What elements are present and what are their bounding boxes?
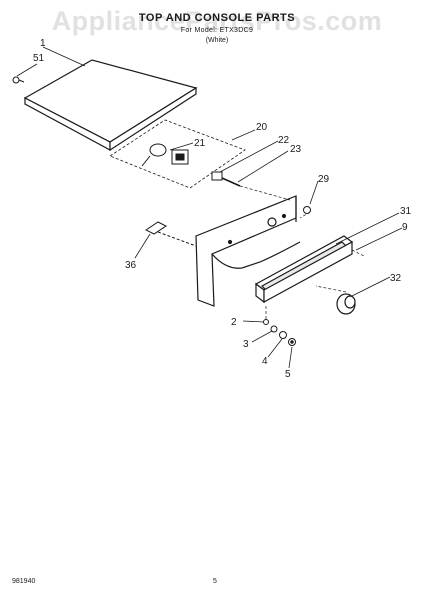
screw-51: [12, 76, 25, 84]
page-title: TOP AND CONSOLE PARTS: [138, 12, 296, 24]
callout-4: 4: [262, 356, 268, 367]
callout-3: 3: [243, 339, 249, 350]
callout-51: 51: [33, 53, 45, 64]
hardware-2-5: [263, 319, 296, 346]
page-number: 5: [213, 578, 217, 585]
callout-labels: 1 51 20 21 22 23 29 31 9 36 32 2 3 4 5: [33, 38, 412, 380]
model-subtitle: For Model: ETX3DC9: [180, 27, 254, 34]
callout-23: 23: [290, 144, 302, 155]
callout-5: 5: [285, 369, 291, 380]
callout-9: 9: [402, 222, 408, 233]
switch-bracket-outline: [109, 119, 246, 189]
color-label: (White): [205, 37, 229, 44]
bracket-bolts: [211, 171, 241, 187]
clip-29: [303, 206, 311, 214]
document-number: 981940: [12, 578, 36, 585]
callout-31: 31: [400, 206, 412, 217]
watermark: AppliancePartsPros.com: [51, 6, 383, 36]
end-cap-36: [145, 221, 197, 247]
callout-32: 32: [390, 273, 402, 284]
door-switch: [141, 143, 189, 167]
console-panel: [195, 195, 301, 307]
callout-29: 29: [318, 174, 330, 185]
callout-2: 2: [231, 317, 237, 328]
knob-32: [336, 293, 356, 315]
assembly-lines: [239, 185, 365, 320]
callout-36: 36: [125, 260, 137, 271]
callout-1: 1: [40, 38, 46, 49]
callout-21: 21: [194, 138, 206, 149]
leader-lines: [16, 46, 403, 369]
top-panel: [23, 59, 198, 152]
control-panel-overlay: [254, 235, 354, 304]
callout-20: 20: [256, 122, 268, 133]
callout-22: 22: [278, 135, 290, 146]
